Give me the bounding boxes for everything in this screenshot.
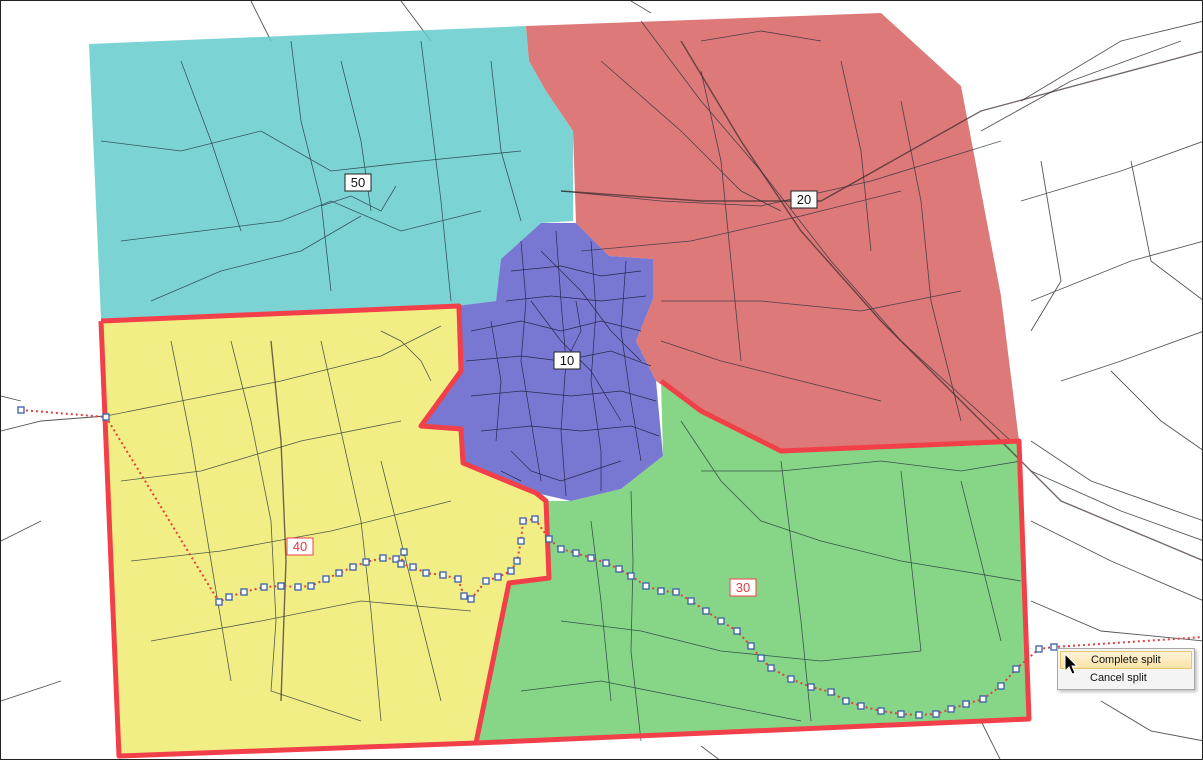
- split-vertex[interactable]: [494, 573, 502, 581]
- split-vertex[interactable]: [702, 607, 710, 615]
- split-vertex[interactable]: [757, 654, 765, 662]
- zone-label-10-text: 10: [560, 353, 574, 368]
- complete-split-menu-item[interactable]: Complete split: [1060, 651, 1192, 669]
- zone-label-20-text: 20: [797, 192, 811, 207]
- split-vertex[interactable]: [454, 575, 462, 583]
- split-vertex[interactable]: [102, 413, 110, 421]
- split-line[interactable]: [20, 409, 1203, 717]
- split-vertex[interactable]: [507, 567, 515, 575]
- split-vertex[interactable]: [531, 515, 539, 523]
- split-vertex[interactable]: [877, 707, 885, 715]
- urban-grid: [465, 230, 660, 497]
- split-vertex[interactable]: [672, 588, 680, 596]
- split-vertex[interactable]: [307, 582, 315, 590]
- split-vertex[interactable]: [627, 572, 635, 580]
- split-vertex[interactable]: [979, 695, 987, 703]
- zone-label-50: 50: [344, 173, 372, 192]
- split-vertex[interactable]: [842, 697, 850, 705]
- split-vertex[interactable]: [225, 593, 233, 601]
- split-vertex[interactable]: [362, 558, 370, 566]
- split-vertex[interactable]: [767, 664, 775, 672]
- split-vertex[interactable]: [1050, 643, 1058, 651]
- cancel-split-menu-item[interactable]: Cancel split: [1090, 672, 1147, 684]
- zone-30-polygon[interactable]: [476, 381, 1029, 743]
- split-vertex[interactable]: [587, 554, 595, 562]
- split-vertex[interactable]: [519, 517, 527, 525]
- split-vertex[interactable]: [733, 627, 741, 635]
- split-vertex[interactable]: [400, 548, 408, 556]
- split-vertex[interactable]: [657, 587, 665, 595]
- split-vertex[interactable]: [294, 583, 302, 591]
- split-vertex[interactable]: [545, 535, 553, 543]
- split-vertex[interactable]: [717, 617, 725, 625]
- zone-20-polygon[interactable]: [526, 13, 1019, 451]
- split-vertex[interactable]: [467, 595, 475, 603]
- split-vertex[interactable]: [1035, 645, 1043, 653]
- split-vertex[interactable]: [215, 598, 223, 606]
- zone-10-polygon[interactable]: [421, 223, 663, 501]
- split-vertex[interactable]: [897, 710, 905, 718]
- split-vertex[interactable]: [240, 588, 248, 596]
- split-vertex[interactable]: [787, 675, 795, 683]
- split-vertex[interactable]: [857, 702, 865, 710]
- split-vertex[interactable]: [397, 560, 405, 568]
- split-vertex[interactable]: [1012, 665, 1020, 673]
- split-vertex[interactable]: [349, 563, 357, 571]
- split-vertex[interactable]: [513, 557, 521, 565]
- split-vertex[interactable]: [482, 577, 490, 585]
- split-vertex[interactable]: [997, 682, 1005, 690]
- split-vertex[interactable]: [915, 711, 923, 719]
- split-vertex[interactable]: [572, 549, 580, 557]
- split-vertex[interactable]: [615, 565, 623, 573]
- split-outline: [98, 303, 1032, 759]
- split-vertex[interactable]: [439, 571, 447, 579]
- split-vertex[interactable]: [602, 559, 610, 567]
- split-vertex[interactable]: [557, 545, 565, 553]
- split-vertex[interactable]: [807, 683, 815, 691]
- split-vertex[interactable]: [827, 688, 835, 696]
- split-vertex[interactable]: [460, 592, 468, 600]
- split-vertex[interactable]: [392, 555, 400, 563]
- split-vertex[interactable]: [932, 710, 940, 718]
- split-vertex[interactable]: [322, 575, 330, 583]
- zone-label-40-text: 40: [293, 539, 307, 554]
- zone-label-10: 10: [553, 351, 581, 370]
- split-vertex[interactable]: [747, 642, 755, 650]
- split-vertex[interactable]: [260, 583, 268, 591]
- split-vertex[interactable]: [962, 700, 970, 708]
- trunk-roads: [270, 40, 1202, 702]
- split-vertex[interactable]: [642, 582, 650, 590]
- split-vertex[interactable]: [379, 554, 387, 562]
- split-vertex[interactable]: [687, 597, 695, 605]
- split-vertex[interactable]: [335, 569, 343, 577]
- zone-40-polygon[interactable]: [101, 306, 549, 756]
- split-vertex[interactable]: [517, 537, 525, 545]
- split-vertex[interactable]: [277, 582, 285, 590]
- split-vertex[interactable]: [409, 563, 417, 571]
- zone-50-polygon[interactable]: [89, 26, 573, 319]
- mouse-pointer-icon: [1064, 653, 1079, 675]
- split-vertex[interactable]: [17, 406, 25, 414]
- split-vertex[interactable]: [422, 569, 430, 577]
- zone-label-30-text: 30: [736, 580, 750, 595]
- split-vertex[interactable]: [947, 705, 955, 713]
- split-vertices[interactable]: [17, 406, 1058, 719]
- zone-label-50-text: 50: [351, 175, 365, 190]
- zone-label-20: 20: [790, 190, 818, 209]
- context-menu: Complete split Cancel split: [1057, 648, 1195, 690]
- zone-label-30: 30: [729, 578, 757, 597]
- zone-roads: [100, 20, 1022, 742]
- zone-labels: 50 20 10 40 30: [286, 173, 818, 597]
- zone-label-40: 40: [286, 537, 314, 556]
